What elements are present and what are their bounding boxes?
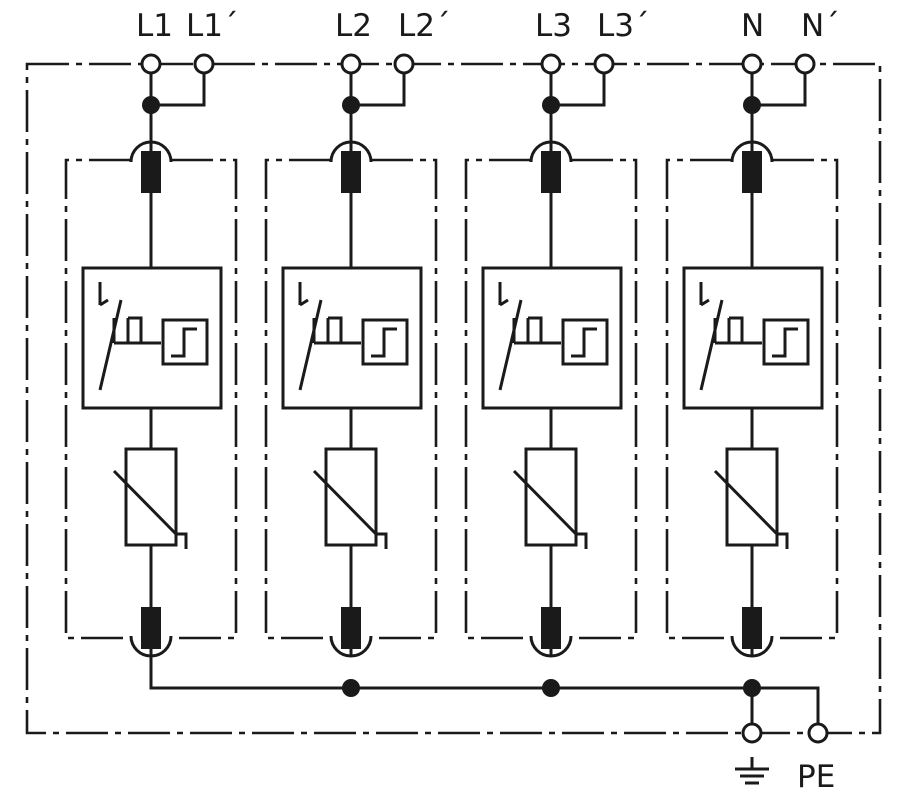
module-frame-right-l3	[571, 158, 638, 640]
terminal-wire-l3	[549, 73, 606, 150]
varistor-slash-l3	[512, 469, 588, 549]
switch-symbol-l1	[98, 282, 161, 391]
enclosure-outline	[25, 62, 882, 735]
varistor-n	[725, 447, 779, 547]
contact-block-top-n	[742, 151, 762, 193]
varistor-l1	[124, 447, 178, 547]
switch-symbol-l3	[498, 282, 561, 391]
plug-contact-bottom-n	[730, 635, 774, 658]
terminal-l2	[340, 53, 362, 75]
terminal-l1	[140, 53, 162, 75]
switch-symbol-n	[699, 282, 762, 391]
module-frame-right-l1	[171, 158, 238, 640]
varistor-slash-l2	[312, 469, 388, 549]
label-pe: PE	[797, 759, 835, 795]
varistor-slash-n	[713, 469, 789, 549]
pe-terminal	[807, 722, 829, 744]
contact-block-bottom-n	[742, 607, 762, 649]
junction-dot-n	[743, 96, 761, 114]
label-n: N	[741, 8, 764, 44]
label-l1: L1	[136, 8, 173, 44]
plug-contact-bottom-l3	[529, 635, 573, 658]
label-l3: L3	[535, 8, 572, 44]
terminal-prime-n	[794, 53, 816, 75]
module-group	[64, 53, 839, 658]
terminal-wire-n	[750, 73, 807, 150]
terminal-prime-l1	[193, 53, 215, 75]
terminal-prime-l2	[393, 53, 415, 75]
earth-terminal	[741, 722, 763, 744]
terminal-wire-l1	[149, 73, 206, 150]
pe-bus-wire	[149, 655, 820, 733]
plug-contact-bottom-l1	[129, 635, 173, 658]
step-symbol-n	[772, 327, 798, 358]
contact-block-top-l2	[341, 151, 361, 193]
junction-dot	[743, 679, 761, 697]
earth-ground-icon	[735, 757, 769, 785]
junction-dot	[342, 679, 360, 697]
step-symbol-l1	[171, 327, 197, 358]
label-l1-prime: L1´	[186, 8, 239, 44]
terminal-wire-l2	[349, 73, 406, 150]
terminal-n	[741, 53, 763, 75]
junction-dot	[542, 679, 560, 697]
plug-contact-bottom-l2	[329, 635, 373, 658]
junction-dot-l3	[542, 96, 560, 114]
varistor-l3	[524, 447, 578, 547]
label-l2: L2	[335, 8, 372, 44]
terminal-l3	[540, 53, 562, 75]
switch-symbol-l2	[298, 282, 361, 391]
contact-block-bottom-l2	[341, 607, 361, 649]
terminal-prime-l3	[593, 53, 615, 75]
label-l2-prime: L2´	[398, 8, 451, 44]
junction-dot-l2	[342, 96, 360, 114]
contact-block-bottom-l3	[541, 607, 561, 649]
varistor-slash-l1	[112, 469, 188, 549]
module-frame-left-n	[665, 158, 732, 640]
varistor-l2	[324, 447, 378, 547]
module-frame-left-l1	[64, 158, 131, 640]
junction-dot-l1	[142, 96, 160, 114]
module-frame-right-l2	[371, 158, 438, 640]
module-frame-right-n	[772, 158, 839, 640]
step-symbol-l3	[571, 327, 597, 358]
contact-block-top-l3	[541, 151, 561, 193]
label-n-prime: N´	[801, 8, 840, 44]
step-symbol-l2	[371, 327, 397, 358]
module-frame-left-l3	[464, 158, 531, 640]
module-frame-left-l2	[264, 158, 331, 640]
contact-block-top-l1	[141, 151, 161, 193]
contact-block-bottom-l1	[141, 607, 161, 649]
label-l3-prime: L3´	[597, 8, 650, 44]
